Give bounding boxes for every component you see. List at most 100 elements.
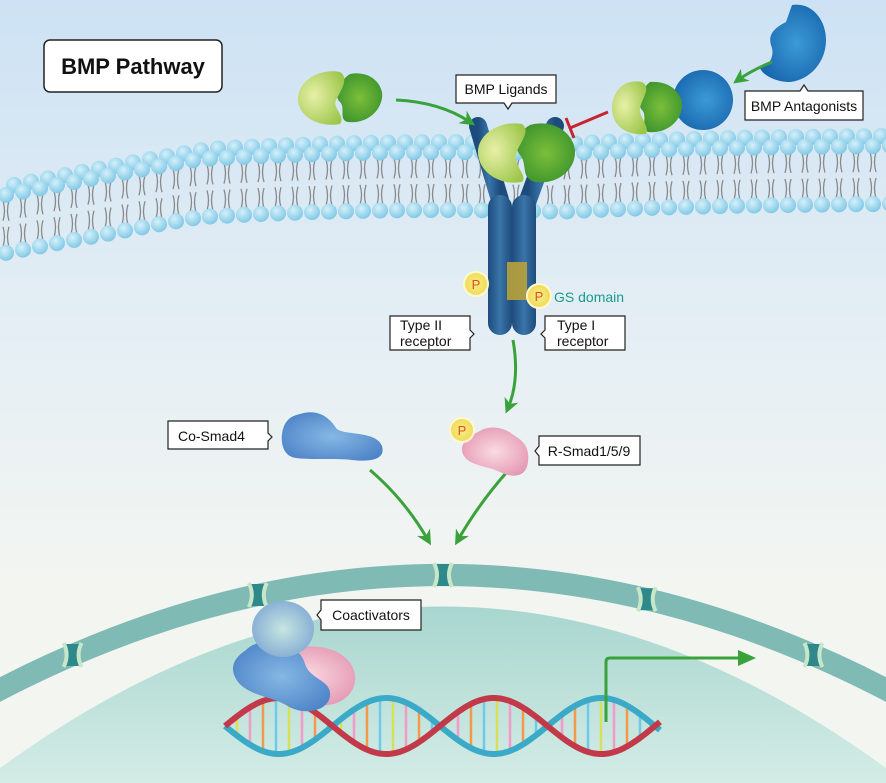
pore-ring-left [802,642,810,668]
lipid-head [440,202,456,219]
lipid-tail [2,226,10,248]
lipid-tail [19,223,27,244]
lipid-tail [393,158,401,179]
lipid-tail [580,158,588,179]
phosphorylation-arrow [504,339,519,414]
lipid-tail [172,195,180,216]
lipid-head [661,141,677,158]
lipid-head [304,146,320,163]
nuclear-pores [61,562,825,668]
phospho-r-smad: P [449,417,475,443]
antagonist-ligand-dark [639,81,683,133]
lipid-head [100,225,116,242]
phosphate-label: P [458,423,467,438]
lipid-head [610,143,626,160]
lipid-tail [818,152,826,173]
lipid-tail [546,185,554,206]
lipid-tail [342,158,350,180]
lipid-tail [682,154,690,176]
lipid-tail [70,213,78,235]
lipid-tail [427,157,435,179]
ligand-binding-arrow [395,98,475,126]
lipid-tail [767,153,775,174]
lipid-head [83,170,99,187]
callout-frame [534,435,641,466]
callout-coactivators: Coactivators [316,599,422,631]
lipid-tail [359,184,367,205]
lipid-head [100,167,116,184]
lipid-tail [274,187,282,208]
lipid-head [117,164,133,181]
callout-frame [540,315,626,351]
r-smad-protein [461,427,529,476]
lipid-head [712,198,728,215]
lipid-head [644,141,660,158]
lipid-tail [461,183,469,205]
lipid-head [202,208,218,225]
callout-type-ii-receptor: Type II receptor [389,315,475,351]
lipid-tail [223,189,231,210]
bmp-ligands-label: BMP Ligands [464,81,547,97]
lipid-tail [291,160,299,181]
lipid-tail [733,179,741,200]
lipid-tail [410,157,418,179]
lipid-tail [104,181,112,202]
lipid-head [576,202,592,219]
lipid-head [372,144,388,161]
lipid-tail [325,159,333,180]
lipid-head [270,205,286,222]
lipid-tail [19,197,27,218]
lipid-head [151,158,167,175]
lipid-tail [699,180,707,201]
lipid-head [865,196,881,213]
lipid-tail [410,183,418,205]
lipid-tail [36,194,44,215]
lipid-head [746,197,762,214]
lipid-tail [257,161,265,183]
lipid-tail [240,188,248,209]
bmp-antagonist-complex [612,70,733,135]
title-frame [43,39,223,93]
lipid-tail [70,187,78,209]
lipid-head [151,216,167,233]
lipid-head [627,142,643,159]
coactivators-complex [232,601,356,712]
pore-channel [436,564,450,586]
lipid-tail [835,178,843,199]
lipid-head [593,201,609,218]
lipid-tail [121,204,129,225]
lipid-head [338,145,354,162]
lipid-head [542,203,558,220]
dna-double-helix [223,694,662,758]
lipid-tail [682,180,690,202]
lipid-head [644,199,660,216]
lipid-tail [580,184,588,205]
pore-ring-left [61,642,69,668]
lipid-tail [155,198,163,219]
dna-strand-blue [223,695,662,758]
lipid-tail [597,183,605,204]
bmp-antagonists-label: BMP Antagonists [751,98,857,114]
lipid-tail [631,182,639,203]
lipid-head [287,146,303,163]
type-i-label-line2: receptor [557,333,609,349]
lipid-head [831,196,847,213]
lipid-head [134,161,150,178]
free-ligand-light-half [298,71,345,125]
lipid-head [253,148,269,165]
transcription-arrowhead [738,650,756,666]
lipid-tail [852,152,860,173]
lipid-head [304,204,320,221]
phosphate-circle [463,271,489,297]
lipid-tail [801,152,809,173]
lipid-head [134,219,150,236]
lipid-tail [563,185,571,206]
lipid-head [49,177,65,194]
lipid-tail [427,183,435,205]
coactivators-label: Coactivators [332,607,410,623]
pore-ring-left [635,586,643,613]
lipid-tail [869,151,877,173]
lipid-tail [869,177,877,199]
nucleoplasm [0,606,886,783]
lipid-head [559,203,575,220]
